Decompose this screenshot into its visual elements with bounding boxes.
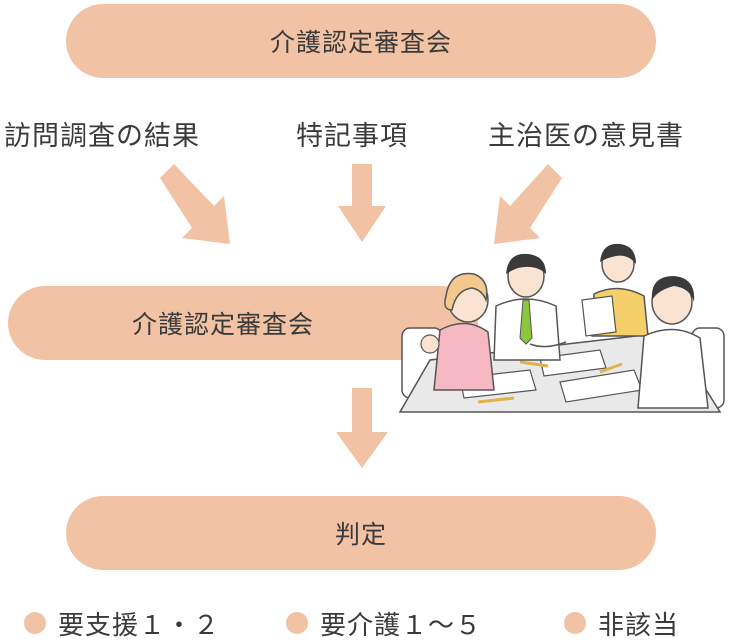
bullet-dot xyxy=(564,612,586,634)
meeting-illustration xyxy=(398,243,725,413)
committee-title: 介護認定審査会 xyxy=(269,28,452,57)
committee-title-box: 介護認定審査会 xyxy=(66,4,656,78)
bullet-dot xyxy=(286,612,308,634)
result-care-required: 要介護１～５ xyxy=(286,606,483,641)
result-support-required: 要支援１・２ xyxy=(24,606,221,641)
committee-review-label: 介護認定審査会 xyxy=(131,310,314,339)
result-label: 要介護１～５ xyxy=(320,610,483,641)
arrow-to-decision xyxy=(336,388,388,468)
result-label: 要支援１・２ xyxy=(58,610,221,641)
arrow-from-special-notes xyxy=(338,164,386,242)
result-not-applicable: 非該当 xyxy=(564,606,680,641)
committee-review-box: 介護認定審査会 xyxy=(8,286,478,360)
input-doctor-opinion: 主治医の意見書 xyxy=(488,121,684,152)
input-special-notes: 特記事項 xyxy=(296,121,408,152)
bullet-dot xyxy=(24,612,46,634)
arrow-from-visit-survey xyxy=(160,164,230,244)
result-label: 非該当 xyxy=(598,610,680,641)
decision-box: 判定 xyxy=(66,496,656,570)
decision-label: 判定 xyxy=(334,520,387,549)
arrow-from-doctor-opinion xyxy=(494,164,562,244)
input-visit-survey: 訪問調査の結果 xyxy=(4,121,200,152)
